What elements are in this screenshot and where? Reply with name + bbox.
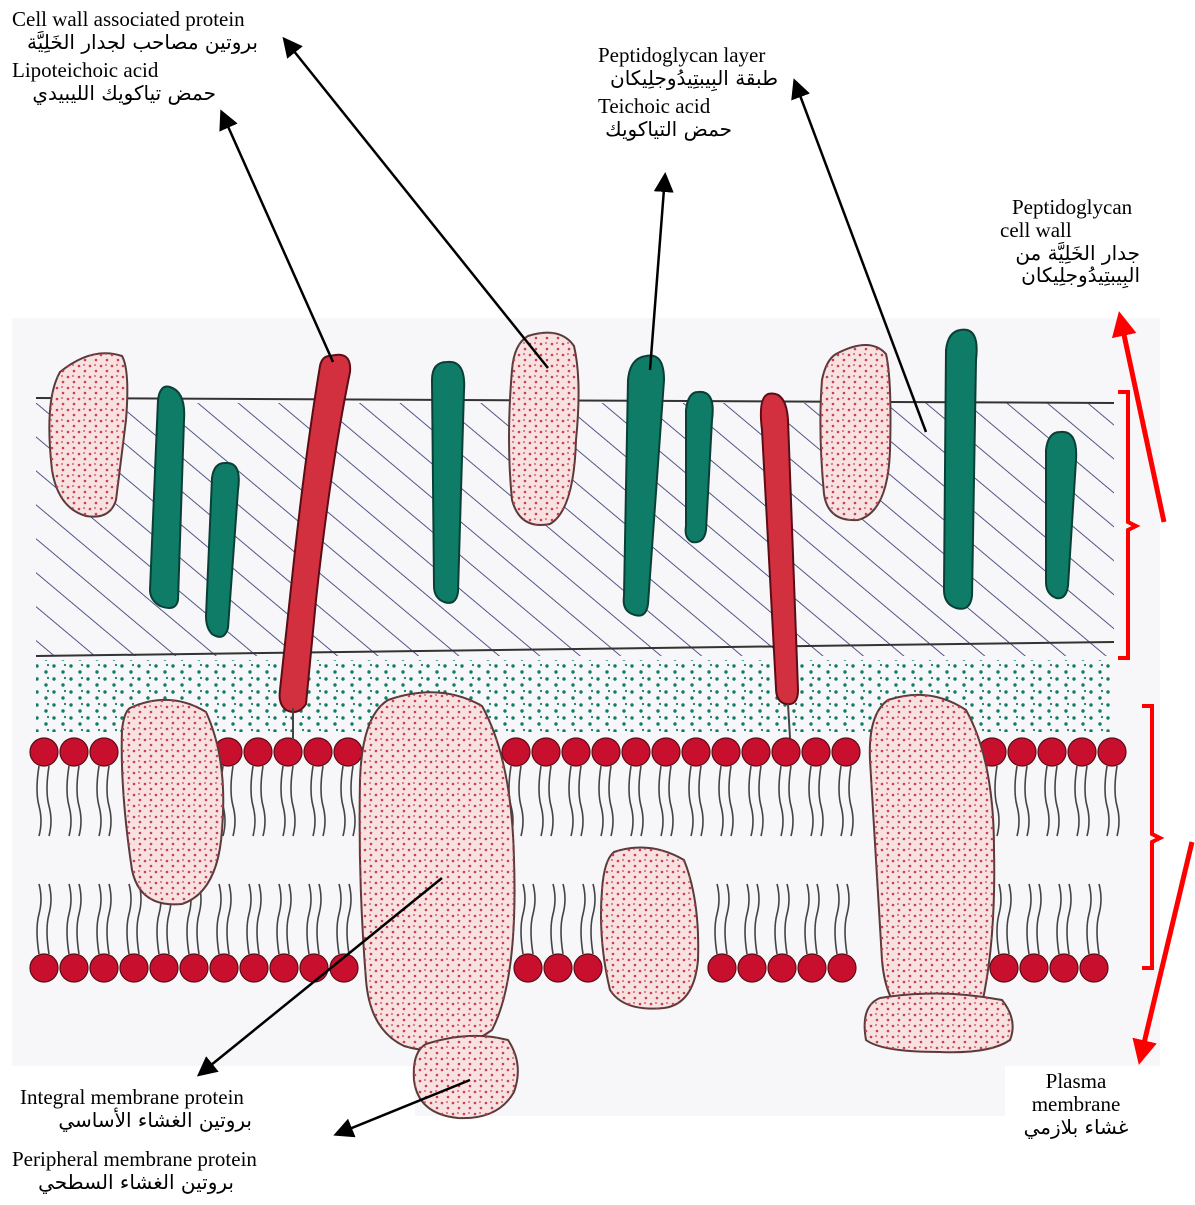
- phospholipid-head: [772, 738, 800, 766]
- phospholipid-head: [532, 738, 560, 766]
- phospholipid-head: [60, 954, 88, 982]
- teichoic-rod: [432, 362, 464, 603]
- phospholipid-head: [1038, 738, 1066, 766]
- phospholipid-head: [1068, 738, 1096, 766]
- phospholipid-head: [270, 954, 298, 982]
- phospholipid-head: [592, 738, 620, 766]
- phospholipid-head: [544, 954, 572, 982]
- phospholipid-head: [502, 738, 530, 766]
- label-plasma-en1: Plasma: [1006, 1070, 1146, 1093]
- label-peripheral-en: Peripheral membrane protein: [12, 1148, 257, 1171]
- phospholipid-head: [574, 954, 602, 982]
- phospholipid-head: [240, 954, 268, 982]
- phospholipid-head: [562, 738, 590, 766]
- teichoic-rod: [944, 330, 977, 609]
- label-peptidoglycan-layer: Peptidoglycan layer طبقة البِيبتِيدُوجلِ…: [598, 44, 778, 140]
- phospholipid-head: [742, 738, 770, 766]
- label-peptidoglycan-layer-ar: طبقة البِيبتِيدُوجلِيكان: [598, 67, 778, 89]
- phospholipid-head: [60, 738, 88, 766]
- label-peptidoglycan-wall-en2: cell wall: [1000, 219, 1150, 242]
- phospholipid-head: [802, 738, 830, 766]
- phospholipid-head: [832, 738, 860, 766]
- label-lipoteichoic-en: Lipoteichoic acid: [12, 59, 258, 82]
- phospholipid-head: [120, 954, 148, 982]
- phospholipid-head: [334, 738, 362, 766]
- label-plasma-membrane: Plasma membrane غشاء بلازمي: [1006, 1070, 1146, 1138]
- phospholipid-head: [30, 738, 58, 766]
- label-lipoteichoic-ar: حمض تياكويك الليبيدي: [12, 82, 216, 104]
- phospholipid-head: [652, 738, 680, 766]
- label-peptidoglycan-wall-ar2: البِيبتِيدُوجلِيكان: [1000, 264, 1140, 286]
- label-peripheral-protein: Peripheral membrane protein بروتين الغشا…: [12, 1148, 257, 1193]
- label-integral-ar: بروتين الغشاء الأساسي: [20, 1109, 252, 1131]
- label-cell-wall-protein-ar: بروتين مصاحب لجدار الخَلِيَّة: [12, 31, 258, 53]
- phospholipid-head: [90, 954, 118, 982]
- label-peptidoglycan-wall-en1: Peptidoglycan: [1000, 196, 1150, 219]
- phospholipid-head: [90, 738, 118, 766]
- label-teichoic-ar: حمض التياكويك: [598, 118, 732, 140]
- phospholipid-head: [1050, 954, 1078, 982]
- phospholipid-head: [1080, 954, 1108, 982]
- phospholipid-head: [738, 954, 766, 982]
- phospholipid-head: [798, 954, 826, 982]
- phospholipid-head: [30, 954, 58, 982]
- phospholipid-head: [274, 738, 302, 766]
- phospholipid-head: [514, 954, 542, 982]
- label-cell-wall-protein: Cell wall associated protein بروتين مصاح…: [12, 8, 258, 104]
- label-plasma-ar: غشاء بلازمي: [1006, 1116, 1146, 1138]
- phospholipid-head: [1098, 738, 1126, 766]
- phospholipid-head: [244, 738, 272, 766]
- label-integral-en: Integral membrane protein: [20, 1086, 252, 1109]
- phospholipid-head: [210, 954, 238, 982]
- phospholipid-head: [990, 954, 1018, 982]
- phospholipid-head: [622, 738, 650, 766]
- label-peripheral-ar: بروتين الغشاء السطحي: [12, 1171, 234, 1193]
- label-peptidoglycan-wall-ar1: جدار الخَلِيَّة من: [1000, 242, 1140, 264]
- label-plasma-en2: membrane: [1006, 1093, 1146, 1116]
- label-peptidoglycan-cell-wall: Peptidoglycan cell wall جدار الخَلِيَّة …: [1000, 196, 1150, 286]
- label-teichoic-en: Teichoic acid: [598, 95, 778, 118]
- phospholipid-head: [304, 738, 332, 766]
- phospholipid-head: [150, 954, 178, 982]
- phospholipid-head: [828, 954, 856, 982]
- label-integral-protein: Integral membrane protein بروتين الغشاء …: [20, 1086, 252, 1131]
- phospholipid-head: [712, 738, 740, 766]
- phospholipid-head: [180, 954, 208, 982]
- phospholipid-head: [768, 954, 796, 982]
- phospholipid-head: [682, 738, 710, 766]
- phospholipid-head: [1008, 738, 1036, 766]
- label-cell-wall-protein-en: Cell wall associated protein: [12, 8, 258, 31]
- phospholipid-head: [708, 954, 736, 982]
- phospholipid-head: [300, 954, 328, 982]
- phospholipid-head: [1020, 954, 1048, 982]
- label-peptidoglycan-layer-en: Peptidoglycan layer: [598, 44, 778, 67]
